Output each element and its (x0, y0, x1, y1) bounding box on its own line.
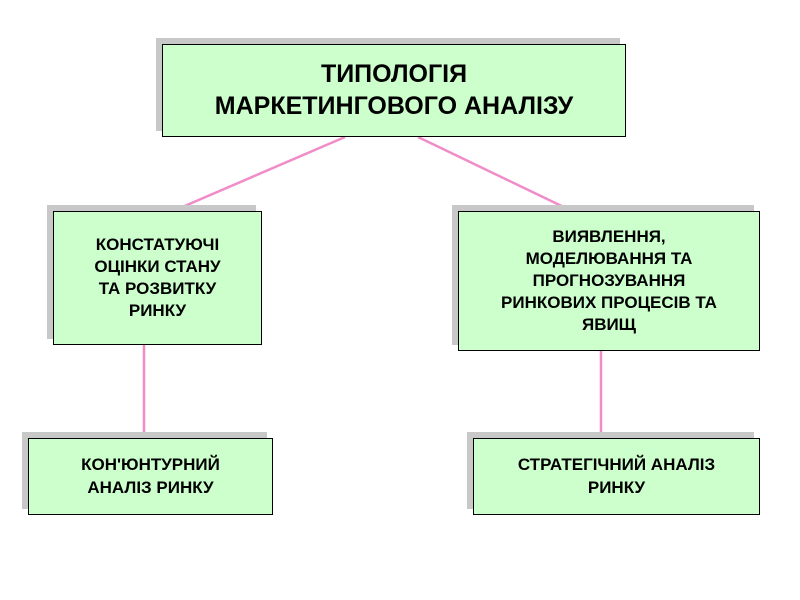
node-line: КОН'ЮНТУРНИЙ (81, 455, 220, 475)
node-line: МОДЕЛЮВАННЯ ТА (525, 248, 693, 268)
node-line: РИНКОВИХ ПРОЦЕСІВ ТА (501, 293, 717, 313)
node-line: ТА РОЗВИТКУ (98, 279, 217, 298)
node-line: СТРАТЕГІЧНИЙ АНАЛІЗ (517, 455, 716, 475)
node-ascertaining-assessment: КОНСТАТУЮЧІ ОЦІНКИ СТАНУ ТА РОЗВИТКУ РИН… (53, 211, 262, 345)
root-node-line: МАРКЕТИНГОВОГО АНАЛІЗУ (214, 91, 574, 120)
node-line: ЯВИЩ (581, 315, 637, 335)
node-strategic-analysis: СТРАТЕГІЧНИЙ АНАЛІЗ РИНКУ (473, 438, 760, 515)
connector-root-left (172, 135, 346, 213)
node-line: АНАЛІЗ РИНКУ (87, 477, 214, 497)
node-line: ВИЯВЛЕННЯ, (552, 226, 666, 246)
node-line: КОНСТАТУЮЧІ (95, 234, 220, 254)
node-line: ПРОГНОЗУВАННЯ (532, 270, 686, 290)
node-line: РИНКУ (128, 301, 187, 321)
node-line: ОЦІНКИ СТАНУ (94, 256, 221, 276)
connector-root-right (417, 135, 573, 213)
node-line: РИНКУ (587, 477, 646, 497)
root-node-line: ТИПОЛОГІЯ (320, 60, 468, 89)
node-conjuncture-analysis: КОН'ЮНТУРНИЙ АНАЛІЗ РИНКУ (28, 438, 273, 515)
node-identification-modeling-forecasting: ВИЯВЛЕННЯ, МОДЕЛЮВАННЯ ТА ПРОГНОЗУВАННЯ … (458, 211, 760, 351)
root-node-typology: ТИПОЛОГІЯ МАРКЕТИНГОВОГО АНАЛІЗУ (162, 44, 626, 137)
